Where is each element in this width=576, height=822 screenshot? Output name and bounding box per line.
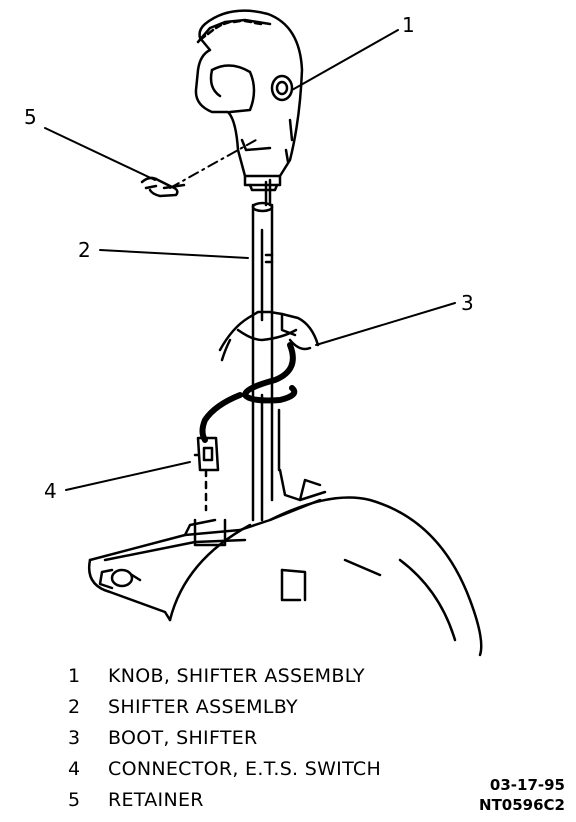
figure-date: 03-17-95 (489, 776, 565, 794)
shift-knob (194, 9, 304, 192)
callout-2: 2 (78, 238, 91, 262)
legend-item-number: 4 (68, 757, 81, 780)
legend-item-number: 2 (68, 695, 81, 718)
legend-item: 3 BOOT, SHIFTER (68, 722, 468, 753)
retainer-path (169, 139, 257, 189)
callout-1: 1 (402, 13, 415, 37)
leader-line-4 (65, 461, 191, 491)
leader-line-2 (99, 249, 249, 259)
retainer-clip (140, 176, 186, 198)
legend-item-number: 1 (68, 664, 81, 687)
callout-3: 3 (461, 291, 474, 315)
legend-item-label: SHIFTER ASSEMLBY (108, 695, 298, 718)
leader-line-1 (291, 29, 399, 91)
shifter-shaft (251, 178, 281, 522)
shifter-boot (218, 310, 320, 362)
legend-item-label: RETAINER (108, 788, 204, 811)
figure-id: NT0596C2 (479, 796, 565, 814)
shifter-base-plate (87, 468, 483, 657)
legend-item: 4 CONNECTOR, E.T.S. SWITCH (68, 753, 468, 784)
legend-item: 2 SHIFTER ASSEMLBY (68, 691, 468, 722)
parts-legend: 1 KNOB, SHIFTER ASSEMBLY 2 SHIFTER ASSEM… (68, 660, 468, 815)
callout-4: 4 (44, 479, 57, 503)
ets-connector (193, 436, 220, 512)
leader-lines (44, 29, 456, 491)
callout-5: 5 (24, 105, 37, 129)
figure-code: 03-17-95 NT0596C2 (455, 775, 565, 815)
legend-item-label: KNOB, SHIFTER ASSEMBLY (108, 664, 365, 687)
leader-line-5 (44, 127, 156, 181)
legend-item-number: 3 (68, 726, 81, 749)
legend-item: 1 KNOB, SHIFTER ASSEMBLY (68, 660, 468, 691)
legend-item: 5 RETAINER (68, 784, 468, 815)
leader-line-3 (315, 302, 456, 346)
legend-item-label: CONNECTOR, E.T.S. SWITCH (108, 757, 382, 780)
ets-wire-harness (199, 342, 298, 443)
legend-item-label: BOOT, SHIFTER (108, 726, 258, 749)
legend-item-number: 5 (68, 788, 81, 811)
